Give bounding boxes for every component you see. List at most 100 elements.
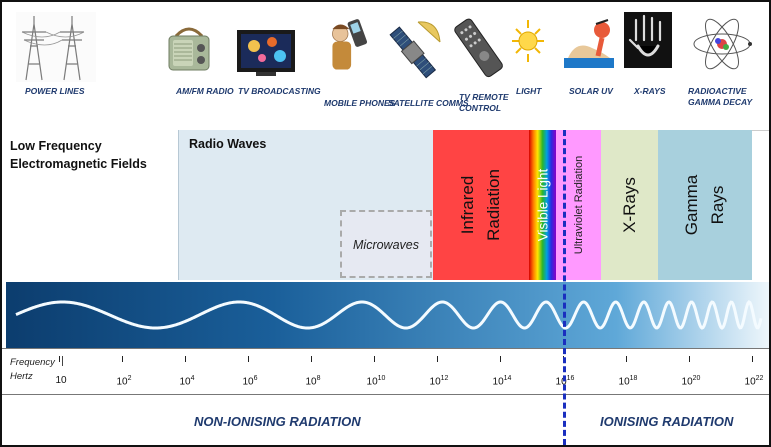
frequency-tick <box>500 356 501 362</box>
hertz-label: Hertz <box>10 371 33 382</box>
source-remote: TV REMOTE CONTROL <box>450 2 510 130</box>
axis-start-marker <box>62 356 63 366</box>
tick-base: 10 <box>492 376 504 388</box>
tick-exponent: 22 <box>755 375 764 382</box>
tick-exponent: 2 <box>127 375 132 382</box>
band-xrays-label: X-Rays <box>619 177 639 233</box>
atom-icon <box>693 18 752 70</box>
frequency-tick-label: 1022 <box>745 375 764 387</box>
frequency-tick-label: 1012 <box>430 375 449 387</box>
source-mobile: MOBILE PHONES <box>318 2 395 130</box>
satellite-icon <box>389 21 441 79</box>
source-label-xrays: X-RAYS <box>634 86 666 96</box>
tick-base: 10 <box>555 376 567 388</box>
frequency-tick-label: 1016 <box>556 375 575 387</box>
source-label-solar-uv: SOLAR UV <box>569 86 613 96</box>
frequency-tick <box>248 356 249 362</box>
band-low-frequency-label: Low Frequency Electromagnetic Fields <box>10 139 147 171</box>
frequency-tick <box>374 356 375 362</box>
tick-exponent: 8 <box>316 375 321 382</box>
band-radio-waves: Radio Waves Microwaves <box>178 130 434 280</box>
tick-base: 10 <box>55 375 67 386</box>
television-icon <box>237 30 295 76</box>
wave-background <box>6 282 769 348</box>
band-radio-label: Radio Waves <box>189 137 267 151</box>
tick-base: 10 <box>242 376 254 388</box>
band-visible-label: Visible Light <box>535 168 550 242</box>
frequency-label: Frequency <box>10 357 55 368</box>
frequency-tick <box>311 356 312 362</box>
frequency-tick-label: 1014 <box>493 375 512 387</box>
source-radio: AM/FM RADIO <box>164 2 234 130</box>
sunbather-icon <box>564 19 614 68</box>
source-power-lines: POWER LINES <box>16 2 106 130</box>
non-ionising-label: NON-IONISING RADIATION <box>194 414 361 429</box>
ionising-label: IONISING RADIATION <box>600 414 734 429</box>
source-xrays: X-RAYS <box>624 2 674 130</box>
frequency-tick <box>185 356 186 362</box>
frequency-tick <box>122 356 123 362</box>
tick-base: 10 <box>305 376 317 388</box>
frequency-tick <box>59 356 60 362</box>
remote-control-icon <box>454 18 503 78</box>
tick-base: 10 <box>116 376 128 388</box>
tick-exponent: 12 <box>440 375 449 382</box>
frequency-tick-label: 1020 <box>682 375 701 387</box>
band-low-frequency: Low Frequency Electromagnetic Fields <box>2 130 178 280</box>
band-ultraviolet-label: Ultraviolet Radiation <box>572 155 585 255</box>
frequency-tick-label: 1010 <box>367 375 386 387</box>
source-label-radio: AM/FM RADIO <box>176 86 234 96</box>
mobile-phone-icon <box>332 19 368 70</box>
band-infrared-label-line1: Infrared <box>458 175 477 235</box>
band-microwaves: Microwaves <box>340 210 432 278</box>
tick-base: 10 <box>366 376 378 388</box>
sun-icon <box>512 20 544 62</box>
tick-exponent: 10 <box>377 375 386 382</box>
tick-base: 10 <box>618 376 630 388</box>
frequency-axis-label: Frequency Hertz <box>10 356 80 384</box>
tick-base: 10 <box>681 376 693 388</box>
frequency-tick-label: 108 <box>305 375 320 387</box>
power-lines-icon <box>16 12 96 82</box>
xray-hand-icon <box>624 12 672 68</box>
source-label-mobile: MOBILE PHONES <box>324 98 396 108</box>
frequency-tick <box>626 356 627 362</box>
tick-exponent: 20 <box>692 375 701 382</box>
band-xrays: X-Rays <box>601 130 658 280</box>
tick-exponent: 4 <box>190 375 195 382</box>
frequency-tick-label: 106 <box>242 375 257 387</box>
band-gamma-label-line2: Rays <box>708 185 727 225</box>
band-infrared-label-line2: Radiation <box>484 169 503 241</box>
frequency-tick <box>437 356 438 362</box>
tick-exponent: 14 <box>503 375 512 382</box>
source-gamma: RADIOACTIVE GAMMA DECAY <box>682 2 768 130</box>
frequency-tick <box>689 356 690 362</box>
frequency-tick-label: 1018 <box>619 375 638 387</box>
source-light: LIGHT <box>508 2 552 130</box>
source-label-satellite: SATELLITE COMMS <box>388 98 469 108</box>
source-tv: TV BROADCASTING <box>232 2 321 130</box>
tick-exponent: 6 <box>253 375 258 382</box>
band-gamma-label: Gamma Rays <box>679 175 731 235</box>
source-label-gamma: RADIOACTIVE GAMMA DECAY <box>688 86 753 107</box>
source-label-remote: TV REMOTE CONTROL <box>459 92 509 113</box>
source-label-light: LIGHT <box>516 86 542 96</box>
frequency-tick-label: 104 <box>179 375 194 387</box>
tick-base: 10 <box>429 376 441 388</box>
frequency-tick <box>752 356 753 362</box>
frequency-tick-label: 10 <box>55 375 66 386</box>
band-gamma-label-line1: Gamma <box>682 174 701 236</box>
radio-icon <box>168 27 210 71</box>
tick-base: 10 <box>744 376 756 388</box>
ionising-boundary-line <box>563 130 566 445</box>
source-solar-uv: SOLAR UV <box>558 2 626 130</box>
tick-exponent: 18 <box>629 375 638 382</box>
tick-base: 10 <box>179 376 191 388</box>
source-label-tv: TV BROADCASTING <box>238 86 321 96</box>
wave-strip <box>6 282 769 348</box>
band-infrared-label: Infrared Radiation <box>455 169 507 241</box>
band-gamma: Gamma Rays <box>658 130 752 280</box>
frequency-wave-line <box>15 300 763 330</box>
